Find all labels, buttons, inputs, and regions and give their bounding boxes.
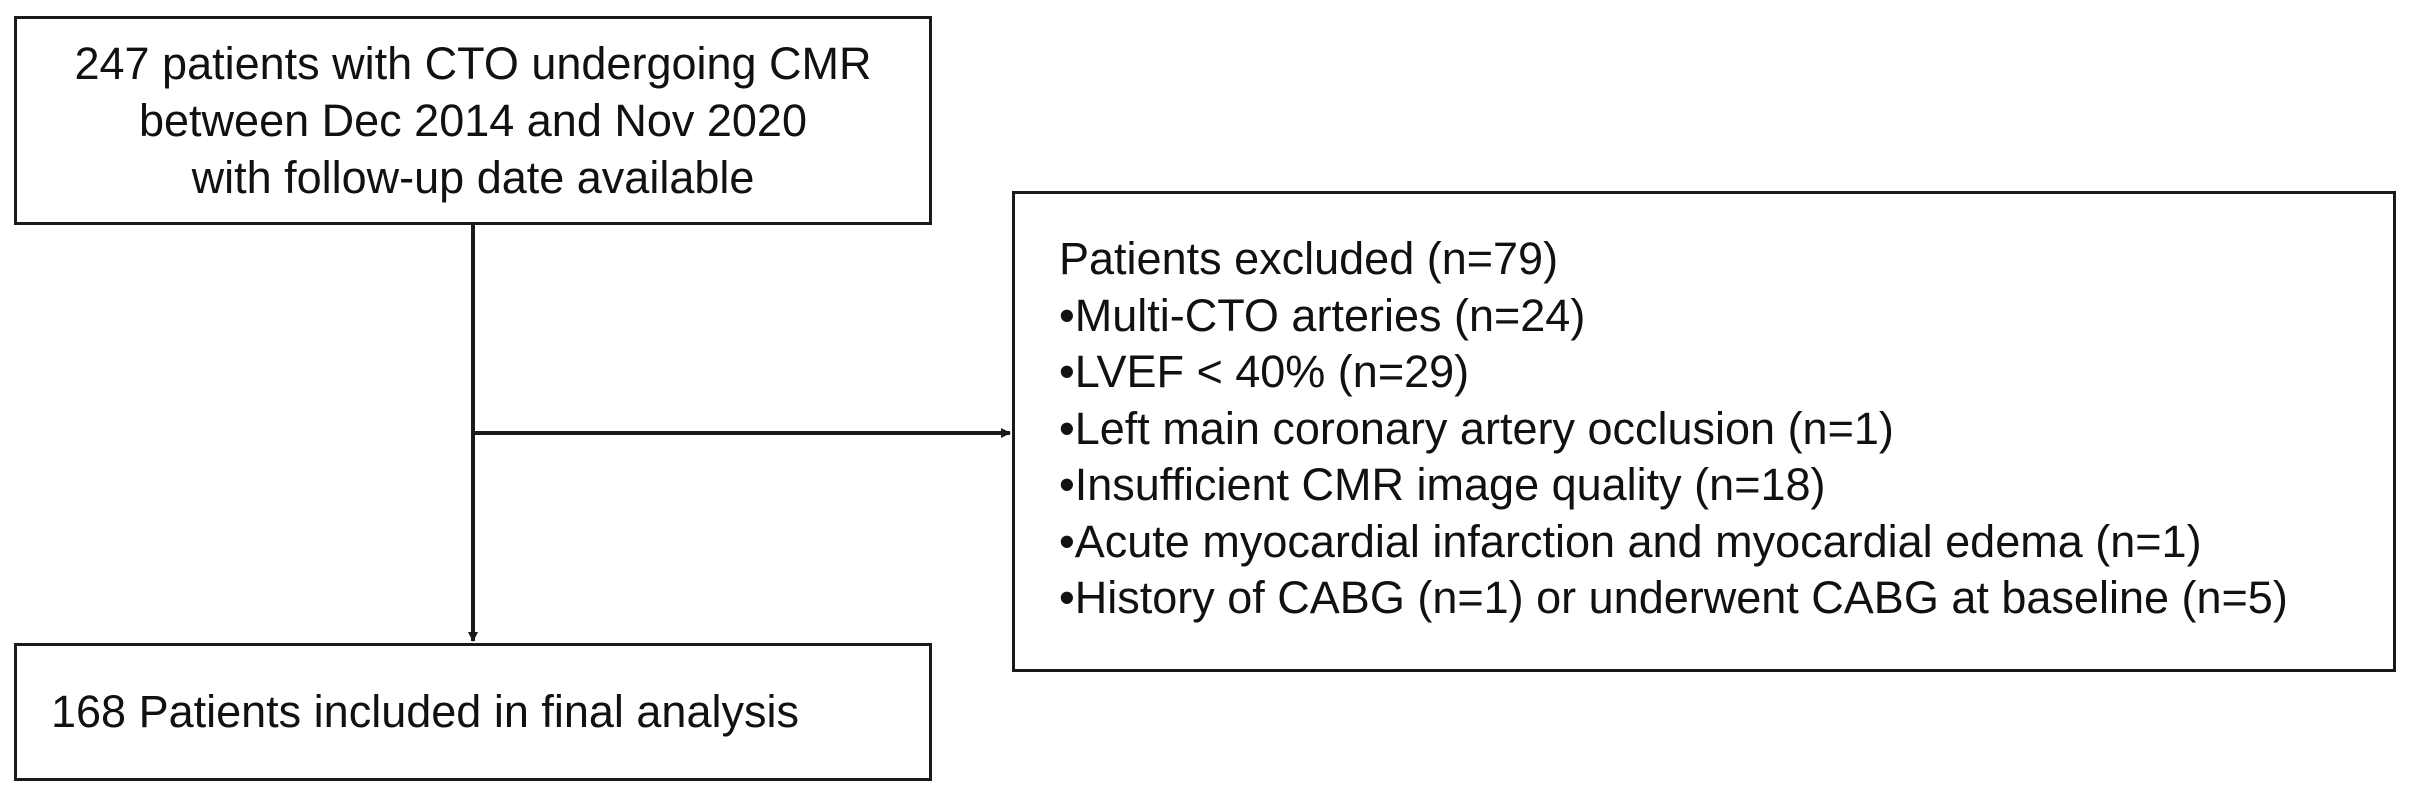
exclusion-item: •Insufficient CMR image quality (n=18) bbox=[1059, 459, 1826, 510]
final-analysis-text: 168 Patients included in final analysis bbox=[51, 686, 799, 737]
exclusion-item: •Multi-CTO arteries (n=24) bbox=[1059, 289, 1586, 341]
enrollment-line-1: 247 patients with CTO undergoing CMR bbox=[74, 38, 872, 89]
exclusion-item: •LVEF < 40% (n=29) bbox=[1059, 346, 1470, 397]
exclusion-item: •Left main coronary artery occlusion (n=… bbox=[1059, 402, 1894, 454]
final-analysis-box: 168 Patients included in final analysis bbox=[14, 643, 932, 781]
exclusion-title: Patients excluded (n=79) bbox=[1059, 233, 1559, 284]
exclusion-item: •History of CABG (n=1) or underwent CABG… bbox=[1059, 572, 2288, 623]
exclusion-item: •Acute myocardial infarction and myocard… bbox=[1059, 515, 2202, 567]
exclusion-box: Patients excluded (n=79) •Multi-CTO arte… bbox=[1012, 191, 2396, 672]
enrollment-line-3: with follow-up date available bbox=[191, 152, 755, 203]
enrollment-line-2: between Dec 2014 and Nov 2020 bbox=[139, 95, 807, 146]
enrollment-box: 247 patients with CTO undergoing CMR bet… bbox=[14, 16, 932, 225]
